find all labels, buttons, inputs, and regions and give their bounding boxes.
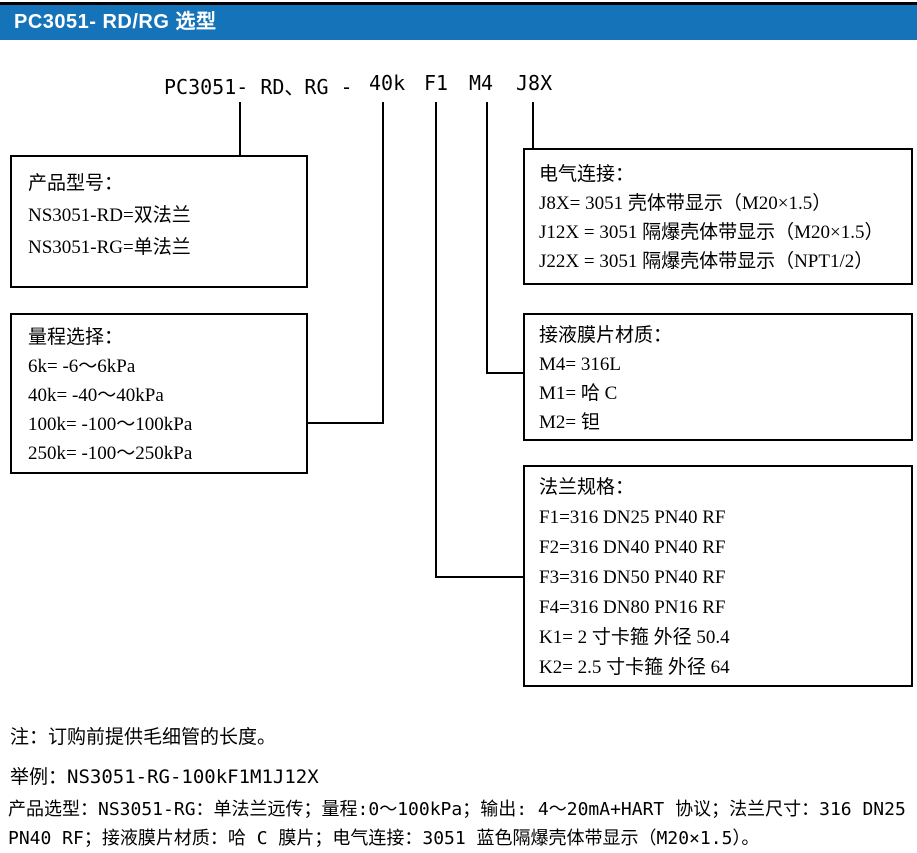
box-line: 电气连接： bbox=[539, 164, 635, 185]
order-note: 注：订购前提供毛细管的长度。 bbox=[10, 726, 277, 748]
range-selection-box: 量程选择： 6k= -6～6kPa 40k= -40～40kPa 100k= -100… bbox=[10, 313, 308, 474]
product-model-box: 产品型号： NS3051-RD=双法兰 NS3051-RG=单法兰 bbox=[10, 155, 308, 288]
connector-electrical-vline bbox=[532, 102, 534, 148]
selection-description-line2: PN40 RF；接液膜片材质：哈 C 膜片；电气连接：3051 蓝色隔爆壳体带显… bbox=[8, 828, 760, 849]
example-code: 举例：NS3051-RG-100kF1M1J12X bbox=[10, 766, 319, 788]
connector-flange-vline bbox=[435, 102, 437, 578]
box-line: 法兰规格： bbox=[539, 477, 635, 498]
box-line: M4= 316L bbox=[539, 354, 621, 375]
diaphragm-material-box: 接液膜片材质： M4= 316L M1= 哈 C M2= 钽 bbox=[523, 313, 913, 441]
box-line: 40k= -40～40kPa bbox=[28, 385, 164, 406]
model-code-electrical: J8X bbox=[516, 71, 553, 95]
model-code-range: 40k bbox=[369, 71, 406, 95]
box-line: F1=316 DN25 PN40 RF bbox=[539, 507, 726, 528]
connector-range-hline bbox=[307, 422, 384, 424]
box-line: F2=316 DN40 PN40 RF bbox=[539, 537, 726, 558]
flange-spec-box: 法兰规格： F1=316 DN25 PN40 RF F2=316 DN40 PN40… bbox=[523, 465, 913, 687]
box-line: 6k= -6～6kPa bbox=[28, 356, 136, 377]
box-line: 产品型号： bbox=[28, 173, 124, 194]
box-line: 250k= -100～250kPa bbox=[28, 443, 193, 464]
box-line: 量程选择： bbox=[28, 327, 124, 348]
box-line: J22X = 3051 隔爆壳体带显示（NPT1/2） bbox=[539, 251, 874, 272]
box-line: K2= 2.5 寸卡箍 外径 64 bbox=[539, 657, 730, 678]
connector-diaphragm-vline bbox=[486, 102, 488, 374]
box-line: K1= 2 寸卡箍 外径 50.4 bbox=[539, 627, 730, 648]
connector-product-vline bbox=[239, 102, 241, 155]
box-line: M2= 钽 bbox=[539, 412, 600, 433]
section-title: PC3051- RD/RG 选型 bbox=[14, 11, 217, 33]
connector-flange-hline bbox=[435, 576, 525, 578]
box-line: NS3051-RD=双法兰 bbox=[28, 205, 191, 226]
electrical-connection-box: 电气连接： J8X= 3051 壳体带显示（M20×1.5） J12X = 3051… bbox=[523, 148, 913, 285]
box-line: M1= 哈 C bbox=[539, 383, 618, 404]
box-line: F4=316 DN80 PN16 RF bbox=[539, 597, 726, 618]
box-line: 100k= -100～100kPa bbox=[28, 414, 193, 435]
box-line: J12X = 3051 隔爆壳体带显示（M20×1.5） bbox=[539, 222, 884, 243]
connector-diaphragm-hline bbox=[486, 372, 525, 374]
box-line: J8X= 3051 壳体带显示（M20×1.5） bbox=[539, 193, 832, 214]
model-code-diaphragm: M4 bbox=[469, 71, 494, 95]
box-line: 接液膜片材质： bbox=[539, 325, 673, 346]
selection-description-line1: 产品选型：NS3051-RG：单法兰远传；量程:0～100kPa；输出: 4～2… bbox=[8, 799, 906, 820]
top-rule-line bbox=[0, 2, 917, 5]
model-code-flange: F1 bbox=[424, 71, 449, 95]
connector-range-vline bbox=[382, 102, 384, 424]
box-line: NS3051-RG=单法兰 bbox=[28, 237, 191, 258]
section-header: PC3051- RD/RG 选型 bbox=[0, 5, 917, 40]
model-code-prefix: PC3051- RD、RG - bbox=[164, 75, 353, 99]
box-line: F3=316 DN50 PN40 RF bbox=[539, 567, 726, 588]
